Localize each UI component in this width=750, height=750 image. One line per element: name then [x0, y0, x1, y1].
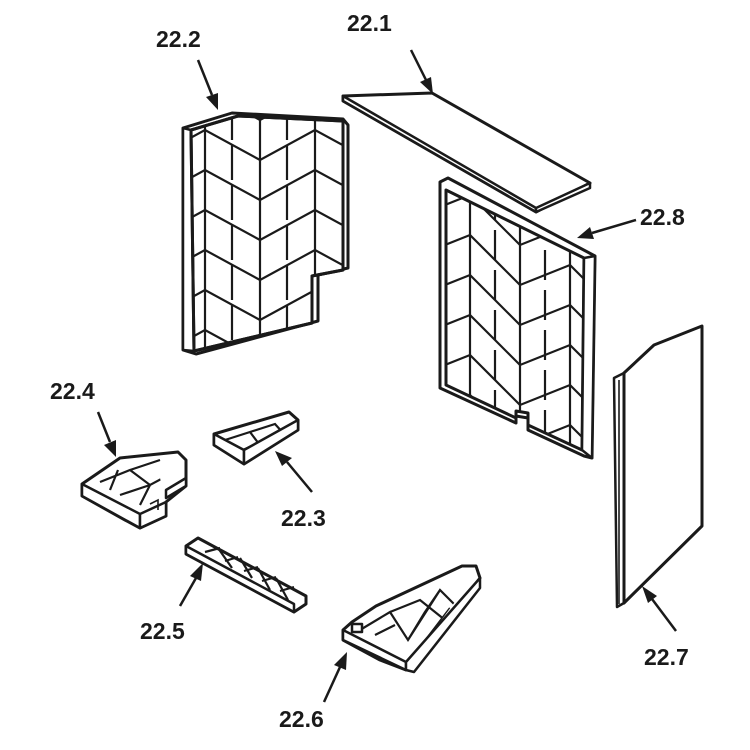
leader-arrow-22-7	[642, 586, 677, 632]
leader-arrow-22-3	[275, 451, 313, 493]
label-22-3: 22.3	[281, 505, 326, 531]
part-22-8-back-wall-panel	[438, 176, 597, 460]
label-22-2: 22.2	[156, 26, 201, 52]
part-22-6-right-brick	[341, 564, 482, 674]
leader-arrow-22-4	[96, 411, 116, 457]
part-22-2-left-wall-panel	[181, 111, 350, 356]
label-22-4: 22.4	[50, 378, 95, 404]
label-22-1: 22.1	[347, 10, 392, 36]
leader-arrow-22-1	[409, 49, 433, 94]
label-22-6: 22.6	[279, 706, 324, 732]
leader-arrow-22-6	[322, 652, 347, 703]
label-22-7: 22.7	[644, 644, 689, 670]
part-22-1-top-panel	[341, 91, 592, 214]
part-22-3-small-brick	[212, 410, 300, 466]
leader-arrow-22-5	[178, 563, 203, 607]
leader-arrow-22-8	[577, 218, 637, 239]
part-22-7-right-side-panel	[612, 324, 704, 609]
part-22-4-left-brick	[80, 450, 188, 530]
part-22-5-long-brick	[184, 536, 308, 614]
leader-arrow-22-2	[196, 59, 218, 110]
label-22-8: 22.8	[640, 204, 685, 230]
herringbone-pattern-22-2	[191, 116, 343, 351]
label-22-5: 22.5	[140, 618, 185, 644]
